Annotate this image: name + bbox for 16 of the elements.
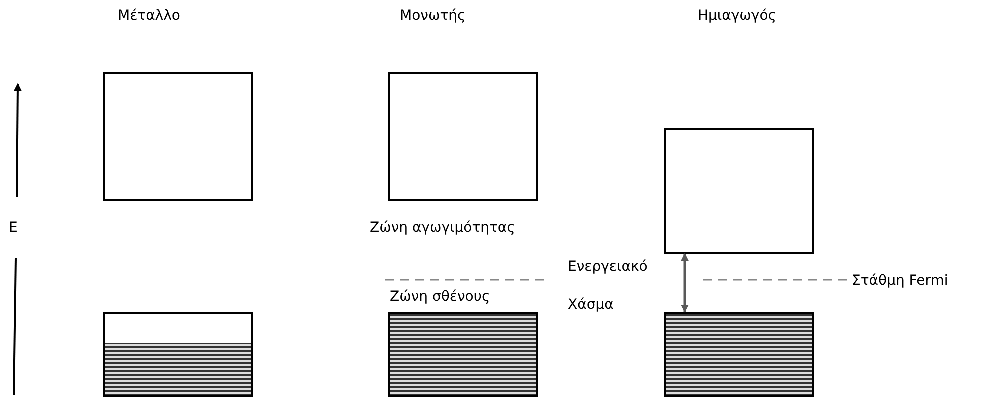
column-heading: Μονωτής [400, 9, 466, 23]
gap-label: Χάσμα [568, 298, 614, 312]
band-label: Ζώνη σθένους [390, 290, 490, 304]
band-box [103, 72, 253, 201]
energy-gap-arrow [681, 253, 689, 313]
band-box [388, 72, 538, 201]
filled-band-box [388, 312, 538, 397]
fermi-level-label: Στάθμη Fermi [852, 274, 948, 288]
column-heading: Ημιαγωγός [698, 9, 776, 23]
axis-label: E [9, 221, 18, 235]
partly-filled-band-box [103, 312, 253, 397]
filled-band-box [664, 312, 814, 397]
band-label: Ζώνη αγωγιμότητας [370, 221, 516, 235]
band-box [664, 128, 814, 254]
gap-label: Ενεργειακό [568, 260, 648, 274]
column-heading: Μέταλλο [118, 9, 180, 23]
